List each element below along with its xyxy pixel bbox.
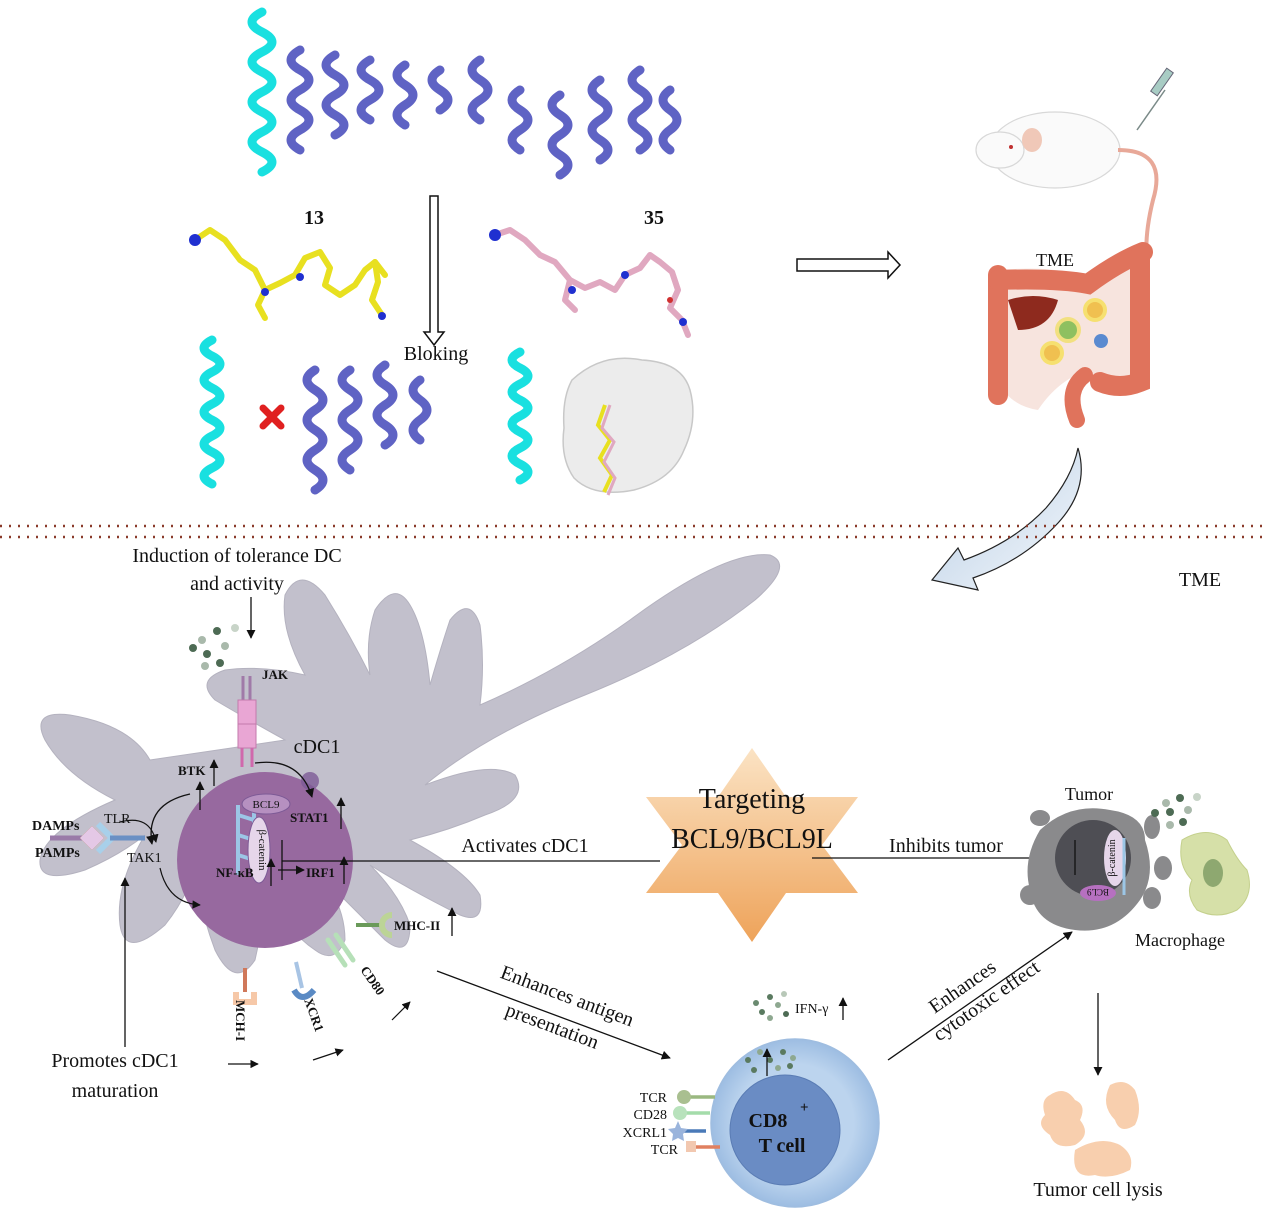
antigen-presentation-arrow [436, 970, 671, 1060]
beta-catenin-protein [286, 45, 682, 180]
bcl9-betacatenin-complex [247, 7, 682, 180]
dendritic-cell-cdc1 [39, 554, 780, 974]
lysed-tumor-cells [1041, 1081, 1139, 1177]
top-panel: 13 35 Bloking [189, 7, 1175, 591]
target-label-line2: BCL9/BCL9L [671, 824, 833, 855]
cd8-t-cell [710, 991, 880, 1208]
stat1-label: STAT1 [290, 810, 329, 825]
ifn-gamma-label: IFN-γ [795, 1002, 828, 1017]
beta-catenin-label: β-catenin [256, 829, 268, 871]
red-x-block-icon [259, 404, 285, 430]
pamps-label: PAMPs [35, 846, 80, 861]
jak-label: JAK [262, 667, 289, 682]
inhibits-label: Inhibits tumor [889, 835, 1003, 857]
xcr1-label: XCR1 [301, 996, 327, 1034]
compound-35-structure [489, 227, 691, 338]
xcr1-receptor [291, 961, 317, 1000]
blocking-down-arrow [422, 195, 446, 347]
irf1-label: IRF1 [306, 865, 335, 880]
compound-35-label: 35 [644, 207, 664, 229]
xcrl1-star-icon [668, 1121, 688, 1141]
lysis-label: Tumor cell lysis [1033, 1179, 1162, 1201]
top-tme-label: TME [1036, 250, 1074, 270]
cdc1-label: cDC1 [294, 736, 341, 758]
syringe-icon [1136, 67, 1175, 131]
inhibitor-bound-surface [507, 347, 694, 496]
tcell-receptors [668, 1090, 720, 1152]
cd80-label: CD80 [358, 963, 389, 998]
beta-catenin-oval [247, 816, 271, 884]
macrophage [1151, 793, 1250, 916]
tlr-label: TLR [104, 812, 131, 827]
bottom-tme-label: TME [1179, 569, 1221, 591]
tcell-name-sup: + [800, 1100, 809, 1116]
to-in-vivo-arrow [796, 250, 902, 280]
tcell-name-line1: CD8 [749, 1110, 788, 1132]
btk-label: BTK [178, 763, 206, 778]
tumor-label: Tumor [1065, 784, 1113, 804]
mhc2-label: MHC-II [394, 918, 440, 933]
bcl9-oval [241, 793, 291, 815]
section-separator [0, 524, 1269, 539]
jak-receptor [237, 676, 257, 767]
mouse-illustration [975, 67, 1175, 271]
to-tme-curved-arrow [930, 447, 1082, 591]
bcl9-helix [247, 7, 277, 177]
induction-label-line2: and activity [190, 573, 284, 595]
blocked-interaction [199, 335, 432, 495]
cd80-receptor [325, 932, 356, 968]
bcl9-label: BCL9 [253, 799, 280, 811]
nfkb-label: NF-κB [216, 865, 254, 880]
intestine-tme-illustration [988, 242, 1153, 428]
mch1-receptor [233, 968, 257, 1005]
tcell-receptor-label-tcr2: TCR [651, 1143, 679, 1158]
tcell-receptor-label-cd28: CD28 [634, 1108, 667, 1123]
macrophage-label: Macrophage [1135, 930, 1225, 950]
promotes-label-line1: Promotes cDC1 [51, 1050, 178, 1072]
tumor-cell: β-catenin BCL9 [1020, 808, 1172, 931]
tak1-label: TAK1 [127, 851, 162, 866]
blocking-label: Bloking [404, 343, 468, 365]
bottom-panel: TME Induction of tolerance DC and activi… [32, 545, 1250, 1208]
tumor-bcl9-label: BCL9 [1087, 887, 1110, 897]
mch1-label: MCH-I [233, 1000, 248, 1041]
macrophage-cytokine-dots [1151, 793, 1201, 829]
tcell-receptor-label-tcr: TCR [640, 1091, 668, 1106]
mhc2-receptor [356, 912, 393, 938]
induction-label-line1: Induction of tolerance DC [132, 545, 341, 567]
promotes-label-line2: maturation [72, 1080, 159, 1102]
ifn-gamma-dots [753, 991, 789, 1021]
tcell-receptor-label-xcrl1: XCRL1 [623, 1126, 667, 1141]
compound-13-structure [189, 227, 388, 321]
tumor-beta-catenin-label: β-catenin [1107, 839, 1118, 876]
granule-dots [745, 1049, 796, 1073]
tcell-name-line2: T cell [759, 1135, 806, 1157]
cytotoxic-arrow [887, 931, 1073, 1061]
cytokine-dots [189, 624, 239, 670]
target-label-line1: Targeting [699, 784, 805, 815]
activates-label: Activates cDC1 [461, 835, 588, 857]
tlr-receptor [50, 821, 145, 855]
compound-13-label: 13 [304, 207, 324, 229]
damps-label: DAMPs [32, 819, 80, 834]
target-star [646, 748, 858, 942]
